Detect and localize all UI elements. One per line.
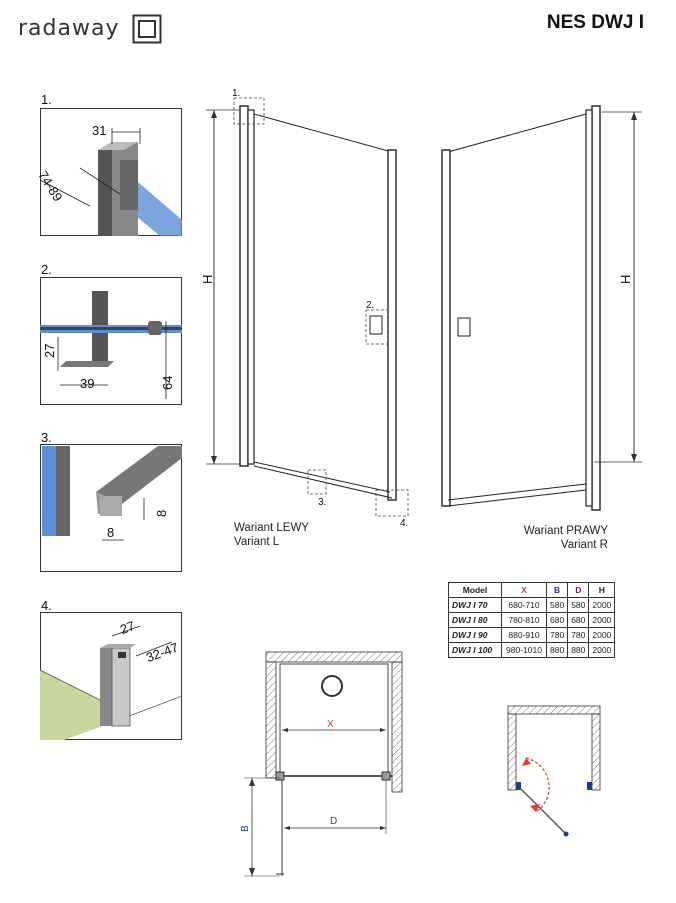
callout-2: 2. (366, 300, 375, 311)
cell-b: 580 (545, 597, 569, 613)
detail-1-label: 1. (41, 92, 52, 107)
plan-view-drawing (244, 651, 403, 877)
detail-3-label: 3. (41, 430, 52, 445)
brand-name: radaway (18, 16, 120, 41)
cell-model: DWJ I 70 (448, 597, 502, 613)
cell-model: DWJ I 80 (448, 612, 502, 628)
elevation-right-height: H (618, 274, 633, 284)
cell-x: 980-1010 (501, 642, 547, 658)
cell-h: 2000 (588, 642, 616, 658)
detail-2-label: 2. (41, 262, 52, 277)
detail-2-dim-length: 39 (80, 376, 95, 391)
header-b: B (545, 582, 569, 598)
detail-4-label: 4. (41, 598, 52, 613)
variant-left-en: Variant L (234, 536, 280, 548)
detail-1-frame (40, 108, 182, 236)
header-x: X (501, 582, 547, 598)
header-h: H (588, 582, 616, 598)
detail-1-dim-width: 31 (92, 123, 107, 138)
cell-b: 780 (545, 627, 569, 643)
elevation-left-drawing (206, 97, 409, 517)
cell-d: 580 (567, 597, 590, 613)
callout-1: 1. (232, 88, 241, 99)
detail-2-dim-height: 27 (42, 343, 57, 358)
brand-logo: radaway (18, 14, 178, 48)
cell-h: 2000 (588, 612, 616, 628)
variant-left-pl: Wariant LEWY (234, 522, 309, 534)
cell-b: 680 (545, 612, 569, 628)
header-model: Model (448, 582, 502, 598)
spec-table-header: Model X B D H (448, 582, 616, 598)
callout-3: 3. (318, 497, 327, 508)
table-row: DWJ I 100 980-1010 880 880 2000 (448, 642, 616, 658)
cell-d: 780 (567, 627, 590, 643)
variant-right-label: Wariant PRAWY Variant R (520, 524, 608, 552)
cell-d: 680 (567, 612, 590, 628)
plan-b-label: B (240, 825, 251, 832)
cell-b: 880 (545, 642, 569, 658)
detail-3-dim-height: 8 (154, 509, 169, 517)
variant-left-label: Wariant LEWY Variant L (234, 521, 309, 549)
cell-model: DWJ I 90 (448, 627, 502, 643)
variant-right-pl: Wariant PRAWY (523, 525, 608, 537)
detail-2-frame (40, 277, 182, 405)
header-d: D (567, 582, 590, 598)
door-swing-diagram (507, 705, 601, 837)
detail-3-dim-width: 8 (107, 525, 115, 540)
cell-x: 780-810 (501, 612, 547, 628)
page-title: NES DWJ I (546, 12, 644, 33)
elevation-left-height: H (200, 274, 215, 284)
cell-d: 880 (567, 642, 590, 658)
cell-x: 680-710 (501, 597, 547, 613)
variant-right-en: Variant R (560, 539, 608, 551)
cell-h: 2000 (588, 627, 616, 643)
elevation-right-drawing (441, 105, 642, 511)
cell-h: 2000 (588, 597, 616, 613)
table-row: DWJ I 80 780-810 680 680 2000 (448, 612, 616, 628)
table-row: DWJ I 70 680-710 580 580 2000 (448, 597, 616, 613)
plan-x-label: X (327, 719, 334, 730)
table-row: DWJ I 90 880-910 780 780 2000 (448, 627, 616, 643)
detail-4-frame (40, 612, 182, 740)
cell-x: 880-910 (501, 627, 547, 643)
spec-table: Model X B D H DWJ I 70 680-710 580 580 2… (448, 582, 616, 658)
callout-4: 4. (400, 518, 409, 529)
cell-model: DWJ I 100 (448, 642, 502, 658)
detail-2-dim-total: 64 (160, 375, 175, 390)
detail-3-frame (40, 444, 182, 572)
brand-square-icon (132, 14, 162, 44)
plan-d-label: D (330, 816, 338, 827)
